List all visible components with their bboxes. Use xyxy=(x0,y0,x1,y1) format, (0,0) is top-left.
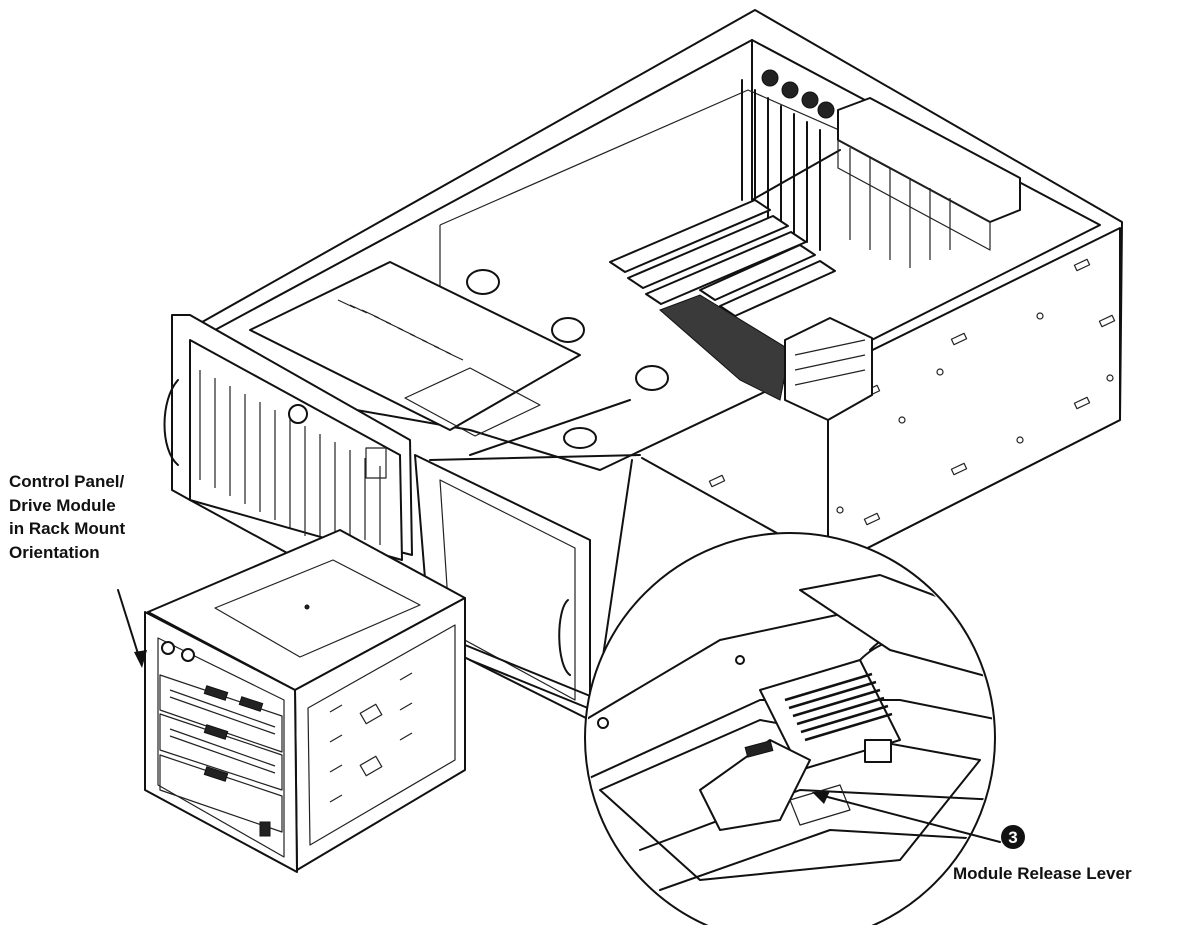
power-supply xyxy=(837,97,1021,268)
callout-number-badge xyxy=(1001,825,1025,849)
internal-tray xyxy=(249,261,581,437)
dimm-slots xyxy=(609,199,836,317)
control-panel-label-line-4: Orientation xyxy=(9,542,100,562)
control-panel-label: Control Panel/ Drive Module in Rack Moun… xyxy=(9,470,125,564)
drive-cage xyxy=(784,317,873,421)
front-bezel xyxy=(163,314,413,561)
callout-number: 3 xyxy=(1008,828,1017,847)
side-wall-slots xyxy=(708,258,1116,526)
control-panel-label-line-2: Drive Module xyxy=(9,495,116,515)
callout-arrow-icon xyxy=(117,589,147,668)
fan-mounts xyxy=(466,269,669,449)
control-panel-label-line-3: in Rack Mount xyxy=(9,519,126,538)
drive-module-illustration xyxy=(144,529,466,873)
module-release-lever-label: Module Release Lever xyxy=(953,864,1132,883)
callout-arrow-icon xyxy=(819,794,1001,843)
expansion-slots xyxy=(741,69,835,251)
magnified-detail-illustration xyxy=(584,457,1001,925)
control-panel-label-line-1: Control Panel/ xyxy=(9,472,125,491)
chassis-illustration xyxy=(163,9,1123,721)
